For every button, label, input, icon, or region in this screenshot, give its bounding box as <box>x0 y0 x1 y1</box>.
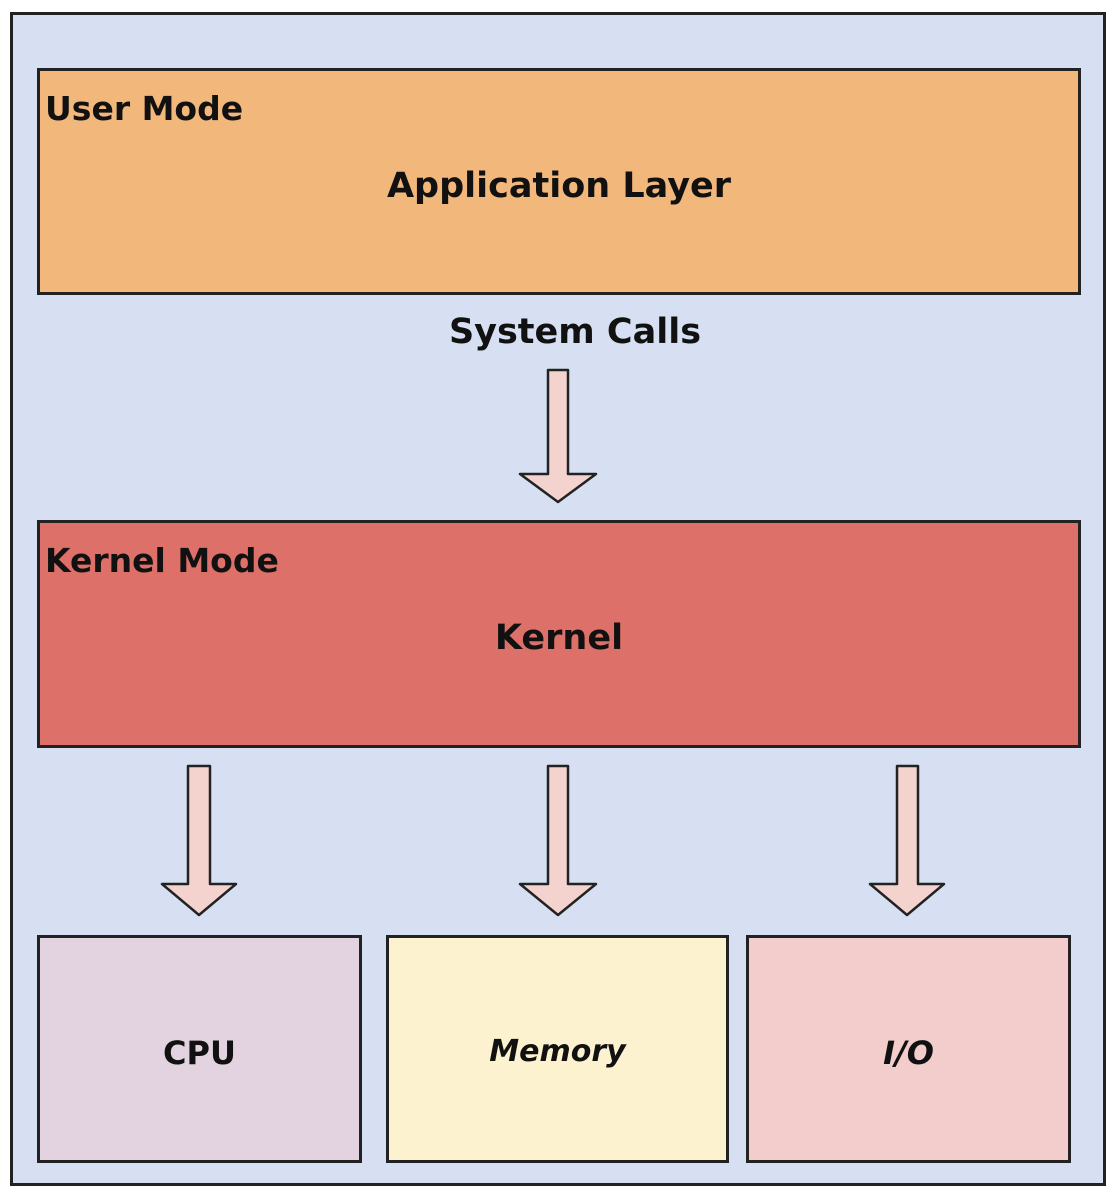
kernel-mode-layer: Kernel Mode Kernel <box>37 520 1081 748</box>
cpu-label: CPU <box>163 1034 236 1072</box>
cpu-box: CPU <box>37 935 362 1163</box>
user-mode-label: User Mode <box>45 89 244 128</box>
kernel-mode-label: Kernel Mode <box>45 541 279 580</box>
kernel-label: Kernel <box>494 618 624 658</box>
memory-box: Memory <box>386 935 729 1163</box>
memory-label: Memory <box>489 1034 626 1069</box>
io-box: I/O <box>746 935 1071 1163</box>
system-calls-label: System Calls <box>448 312 702 352</box>
io-label: I/O <box>883 1034 934 1072</box>
user-mode-layer: User Mode Application Layer <box>37 68 1081 295</box>
application-layer-label: Application Layer <box>386 166 732 206</box>
